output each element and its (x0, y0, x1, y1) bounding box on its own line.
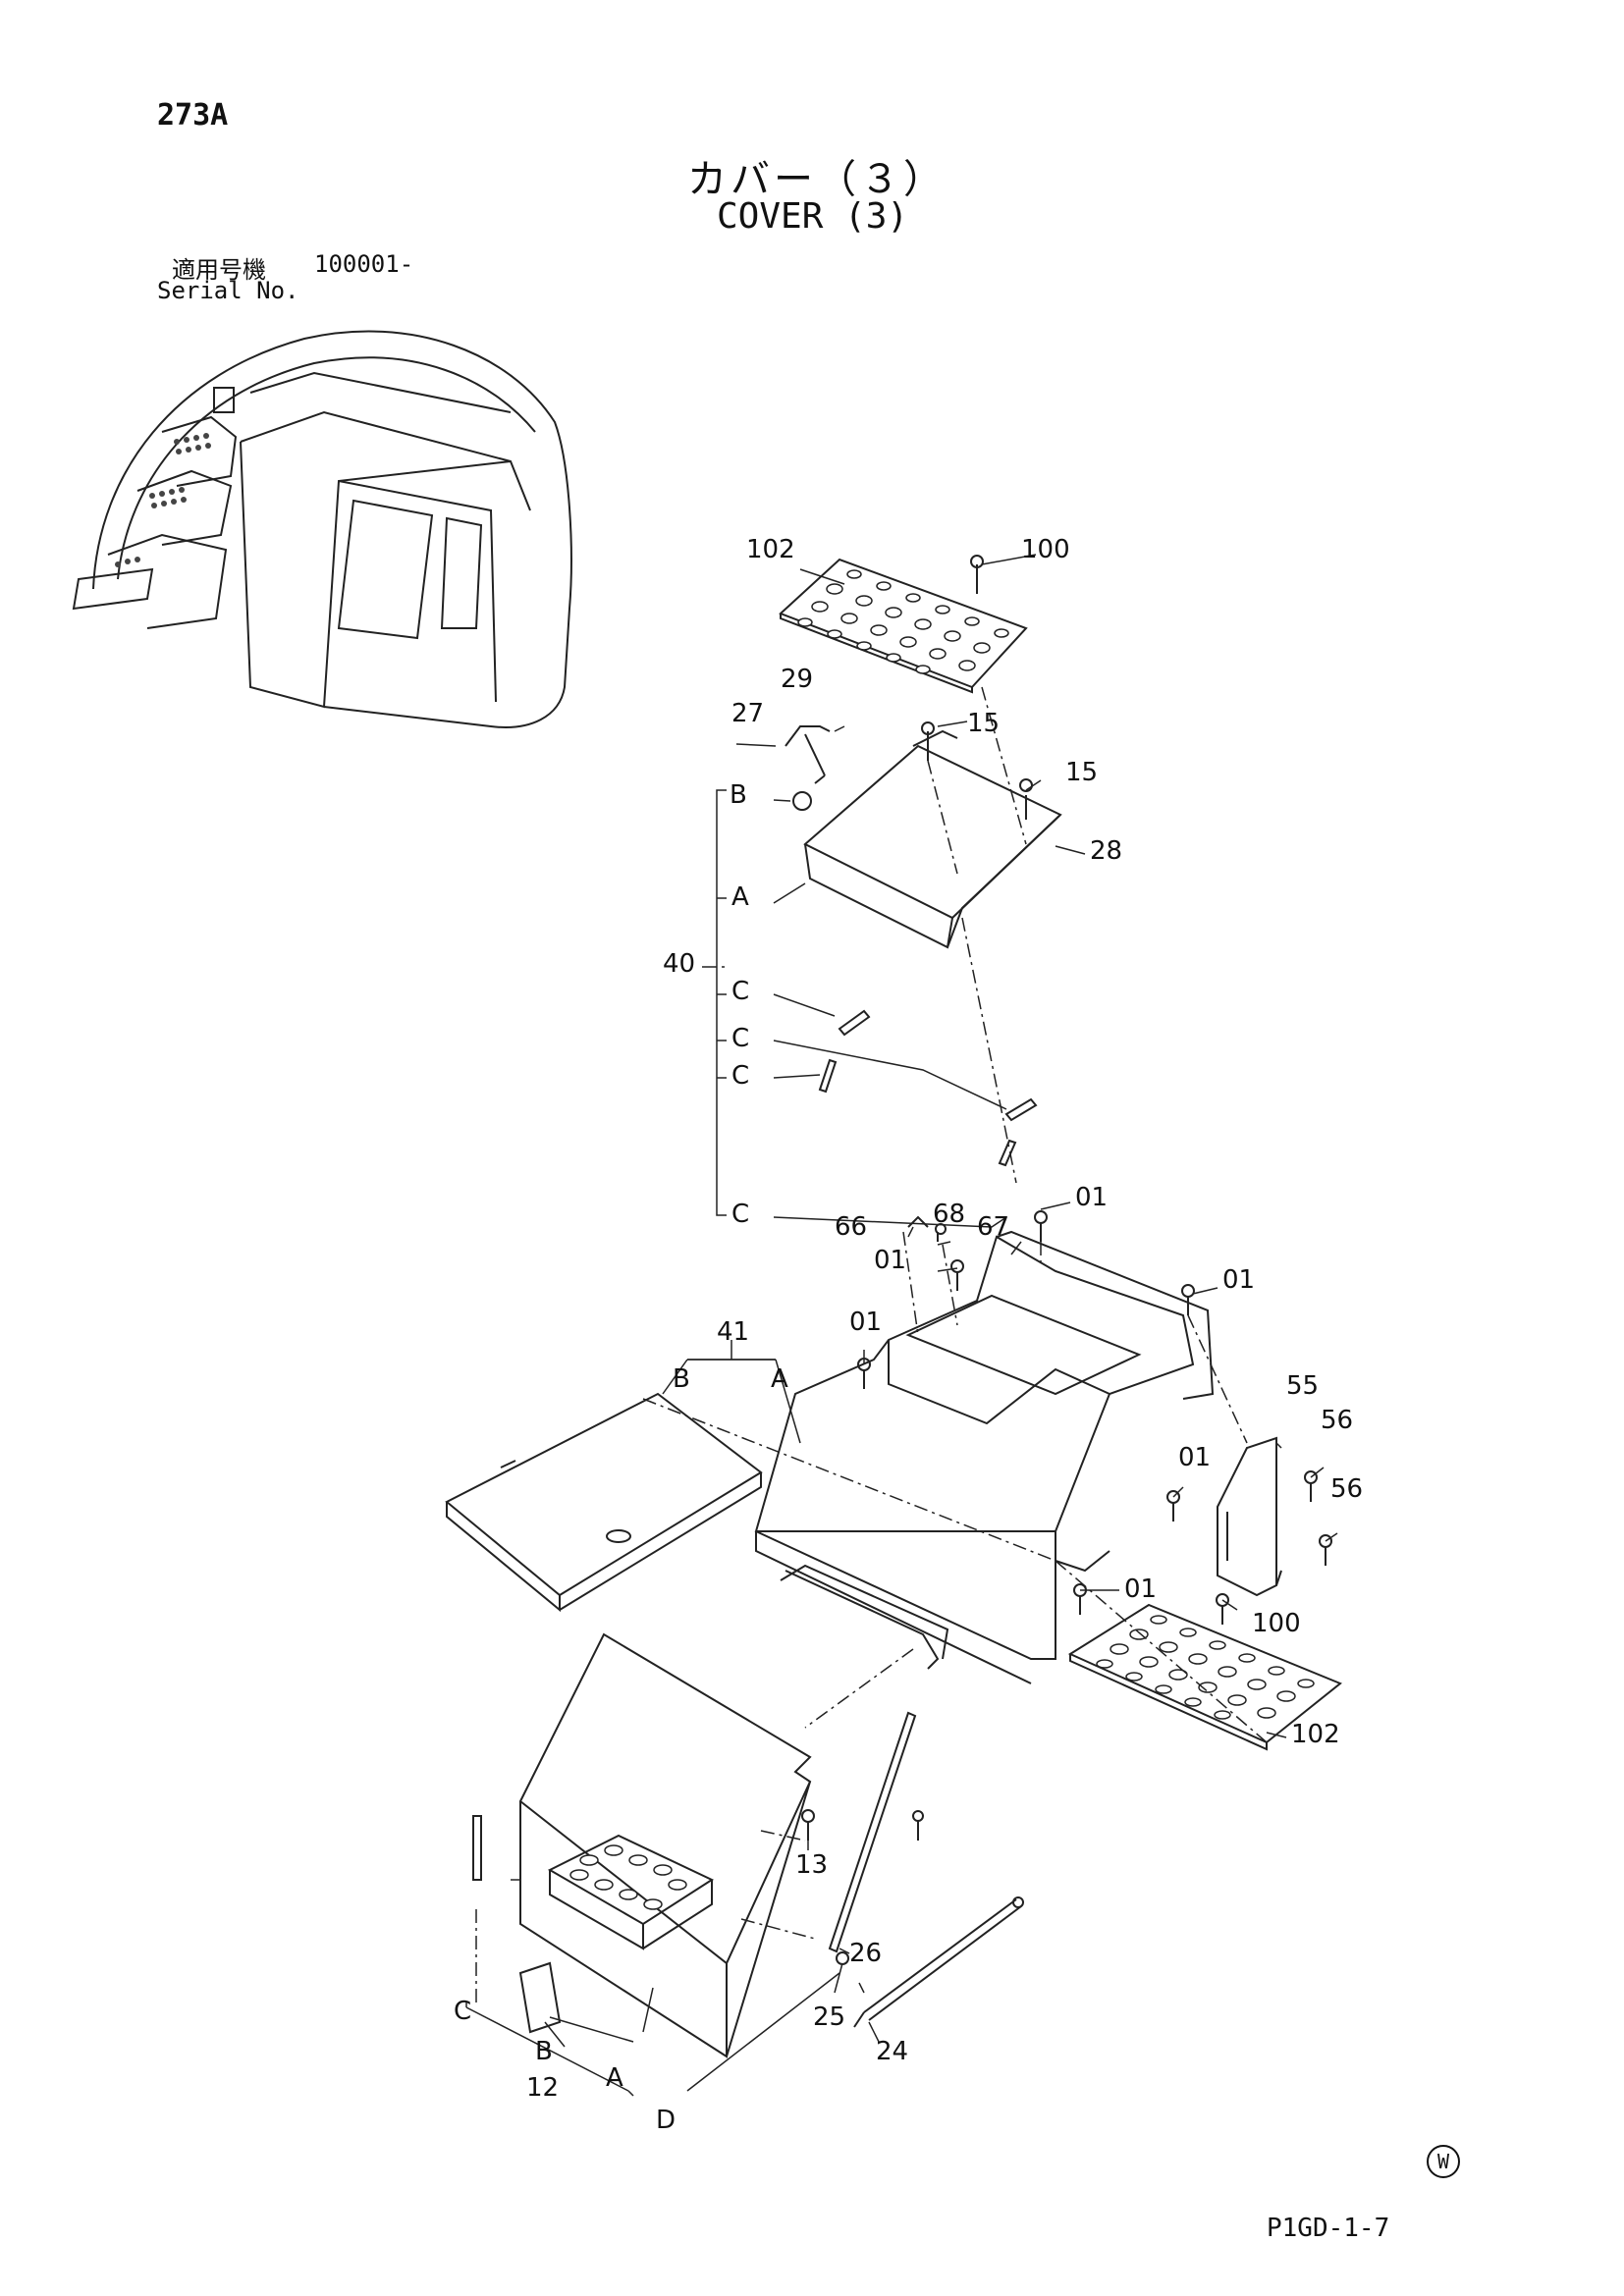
callout-28: 28 (1090, 836, 1122, 866)
leader-lines (465, 554, 1338, 2092)
checker-plate-top-holes (797, 569, 1009, 674)
machine-step-texture (115, 433, 211, 567)
hinge-rod-27 (785, 725, 831, 784)
callout-40: 40 (663, 949, 695, 979)
callout-c-lower: C (454, 1997, 471, 2026)
callout-c-2: C (731, 1024, 749, 1053)
callout-56-b: 56 (1330, 1474, 1363, 1504)
callout-01-f: 01 (1124, 1575, 1157, 1604)
callout-a-upper: A (731, 882, 749, 912)
lower-side-cover (518, 1632, 812, 2058)
bracket-55 (1217, 1436, 1282, 1597)
step-12 (547, 1834, 715, 1950)
callout-102-bottom: 102 (1291, 1720, 1340, 1749)
callout-12: 12 (526, 2073, 559, 2103)
gasket-c-left (472, 1815, 482, 1881)
callout-01-b: 01 (874, 1246, 906, 1275)
callout-01-c: 01 (849, 1308, 882, 1337)
callout-26: 26 (849, 1939, 882, 1968)
callout-01-a: 01 (1075, 1183, 1108, 1212)
phantom-lines (475, 686, 1268, 2007)
checker-plate-top (779, 558, 1028, 694)
callout-c-4: C (731, 1200, 749, 1229)
decal-b-lower (518, 1961, 562, 2034)
page-number: 273A (157, 98, 229, 133)
callout-67: 67 (977, 1212, 1009, 1242)
callout-b-floor: B (673, 1364, 690, 1394)
stay-rod-24 (853, 1896, 1024, 2028)
callout-d: D (656, 2106, 676, 2135)
callout-24: 24 (876, 2037, 908, 2066)
callout-29: 29 (781, 665, 813, 694)
watermark-symbol: W (1427, 2145, 1460, 2178)
callout-b-upper: B (730, 780, 747, 810)
floor-plate-41 (445, 1392, 763, 1613)
decal-strips (818, 1009, 1038, 1167)
callout-labels: 102 100 29 27 15 15 B 28 A 40 C C C C 01… (454, 535, 1363, 2135)
callout-a-floor: A (771, 1364, 788, 1394)
callout-56-a: 56 (1321, 1406, 1353, 1435)
callout-a-lower: A (606, 2063, 623, 2093)
callout-c-1: C (731, 977, 749, 1006)
callout-01-d: 01 (1222, 1265, 1255, 1295)
drawing-code: P1GD-1-7 (1267, 2214, 1390, 2243)
callout-41: 41 (717, 1317, 749, 1347)
callout-100-bottom: 100 (1252, 1609, 1301, 1638)
callout-27: 27 (731, 699, 764, 728)
title-japanese: カバー（３） (687, 157, 947, 202)
callout-55: 55 (1286, 1371, 1319, 1401)
callout-102-top: 102 (746, 535, 795, 564)
console-body (754, 1230, 1215, 1684)
step-12-holes (569, 1844, 687, 1910)
callout-15-b: 15 (1065, 758, 1098, 787)
callout-100-top: 100 (1021, 535, 1070, 564)
callout-25: 25 (813, 2002, 845, 2032)
callout-b-lower: B (535, 2037, 553, 2066)
checker-plate-right-holes (1096, 1615, 1315, 1720)
callout-66: 66 (835, 1212, 867, 1242)
callout-13: 13 (795, 1850, 828, 1880)
callout-c-3: C (731, 1061, 749, 1091)
serial-label-english: Serial No. (157, 277, 299, 304)
callout-68: 68 (933, 1200, 965, 1229)
callout-15-a: 15 (967, 709, 1000, 738)
group-12-bracket (465, 2002, 634, 2097)
upper-cover-lid (803, 729, 1062, 949)
seal-strip-d (828, 1711, 917, 1953)
group-41-bracket (687, 1340, 776, 1361)
serial-label-japanese: 適用号機 (172, 256, 266, 284)
checker-plate-right (1067, 1603, 1342, 1751)
title-english: COVER (3) (717, 196, 909, 237)
serial-number-value: 100001- (314, 250, 414, 278)
callout-01-e: 01 (1178, 1443, 1211, 1472)
knob-b-upper (792, 791, 812, 811)
machine-overview-sketch (72, 330, 572, 728)
group-40-bracket (702, 789, 727, 1216)
